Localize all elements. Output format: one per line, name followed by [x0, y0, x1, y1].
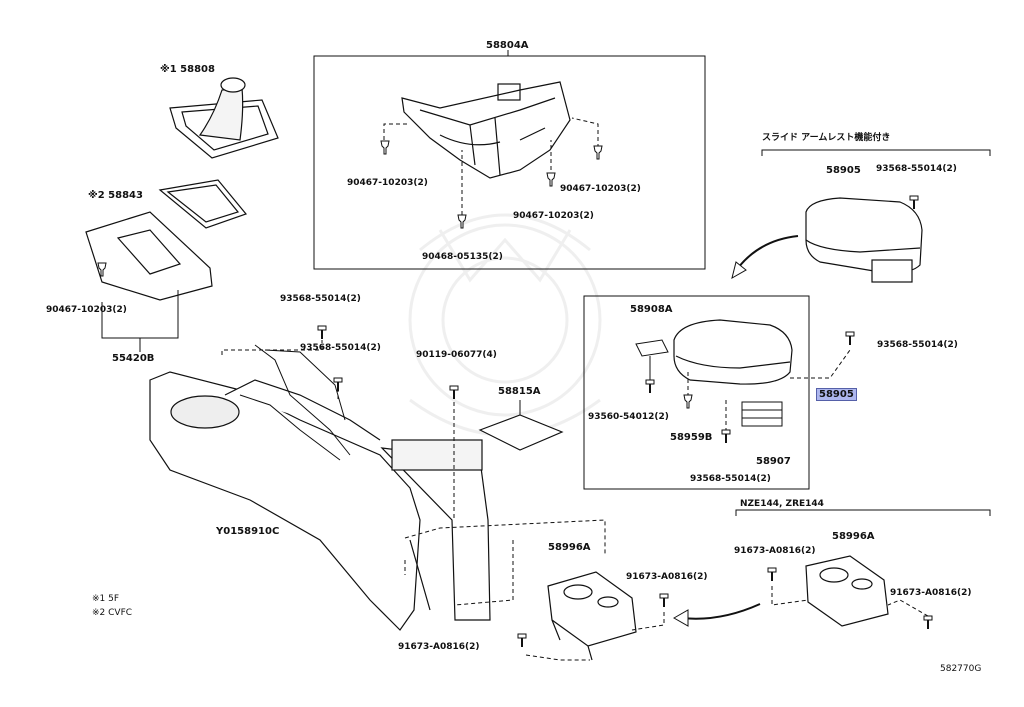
label-nze: NZE144, ZRE144 [740, 499, 824, 509]
figure-id: 582770G [940, 664, 982, 674]
label-58808: ※1 58808 [160, 64, 215, 75]
panel-55420b [85, 211, 213, 301]
label-90468: 90468-05135(2) [422, 252, 503, 262]
label-slide-armrest: スライド アームレスト機能付き [762, 133, 891, 143]
latch-58907 [741, 401, 783, 427]
label-58996a-left: 58996A [548, 542, 591, 553]
label-93568-c: 93568-55014(2) [876, 164, 957, 174]
label-55420b: 55420B [112, 353, 155, 364]
cup-holder-58996a-right [805, 555, 889, 627]
label-93568-a: 93568-55014(2) [280, 294, 361, 304]
label-93568-b: 93568-55014(2) [300, 343, 381, 353]
label-91673-d: 91673-A0816(2) [398, 642, 480, 652]
label-90467-b: 90467-10203(2) [560, 184, 641, 194]
hinge-58908a [635, 339, 669, 380]
label-58996a-right: 58996A [832, 531, 875, 542]
label-90467-a: 90467-10203(2) [347, 178, 428, 188]
armrest-58905-slide [805, 197, 923, 283]
shift-boot-58808 [169, 77, 279, 159]
label-y0158910c: Y0158910C [216, 526, 280, 537]
upper-bracket-58804a [401, 81, 571, 179]
mat-58815a [478, 414, 564, 451]
label-90467-c: 90467-10203(2) [513, 211, 594, 221]
frame-58905 [583, 295, 810, 490]
label-91673-b: 91673-A0816(2) [626, 572, 708, 582]
label-93560: 93560-54012(2) [588, 412, 669, 422]
note-1: ※1 5F [92, 594, 120, 604]
label-91673-c: 91673-A0816(2) [890, 588, 972, 598]
watermark [408, 213, 602, 437]
armrest-lid [673, 319, 793, 385]
note-2: ※2 CVFC [92, 608, 133, 618]
label-58959b: 58959B [670, 432, 713, 443]
label-58908a: 58908A [630, 304, 673, 315]
trim-ring-58843 [158, 179, 248, 229]
main-console [149, 371, 491, 631]
label-90467-d: 90467-10203(2) [46, 305, 127, 315]
label-58804a: 58804A [486, 40, 529, 51]
label-58815a: 58815A [498, 386, 541, 397]
cup-holder-58996a-left [547, 571, 637, 661]
label-93568-d: 93568-55014(2) [877, 340, 958, 350]
label-58905-highlight[interactable]: 58905 [816, 388, 857, 401]
frame-58804a [313, 55, 706, 270]
label-90119: 90119-06077(4) [416, 350, 497, 360]
label-58843: ※2 58843 [88, 190, 143, 201]
label-58905-top: 58905 [826, 165, 861, 176]
label-58907: 58907 [756, 456, 791, 467]
label-91673-a: 91673-A0816(2) [734, 546, 816, 556]
label-93568-e: 93568-55014(2) [690, 474, 771, 484]
console-bracket-rails [239, 344, 351, 461]
